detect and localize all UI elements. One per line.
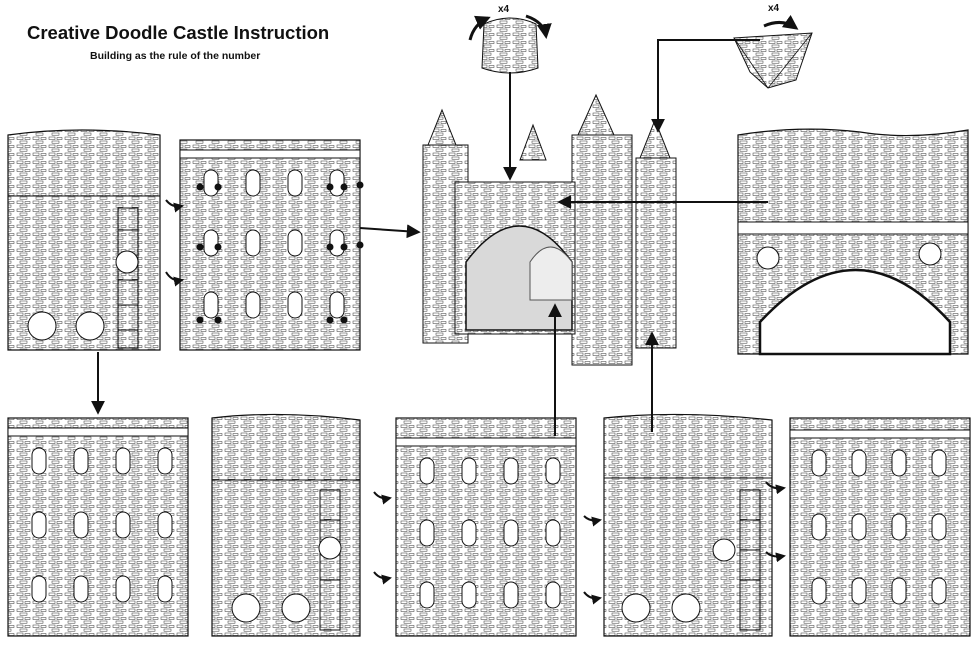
tower-roof-piece [468,14,552,74]
panel-bottom-3 [395,417,577,637]
assembled-castle [422,93,677,366]
assembly-arrows [91,39,786,605]
panel-bottom-1 [7,417,189,637]
panel-ladder-wall-top [7,129,161,351]
panel-bottom-5 [789,417,971,637]
corner-cap-piece [733,14,813,89]
panel-bottom-2 [211,413,361,637]
corner-cap-multiplier: x4 [768,3,780,14]
page-title: Creative Doodle Castle Instruction [27,22,330,43]
tower-roof-multiplier: x4 [498,4,510,15]
panel-window-wall-top [179,139,364,351]
panel-bottom-4 [603,413,773,637]
page-subtitle: Building as the rule of the number [90,50,261,62]
panel-gate-wall [737,128,969,356]
